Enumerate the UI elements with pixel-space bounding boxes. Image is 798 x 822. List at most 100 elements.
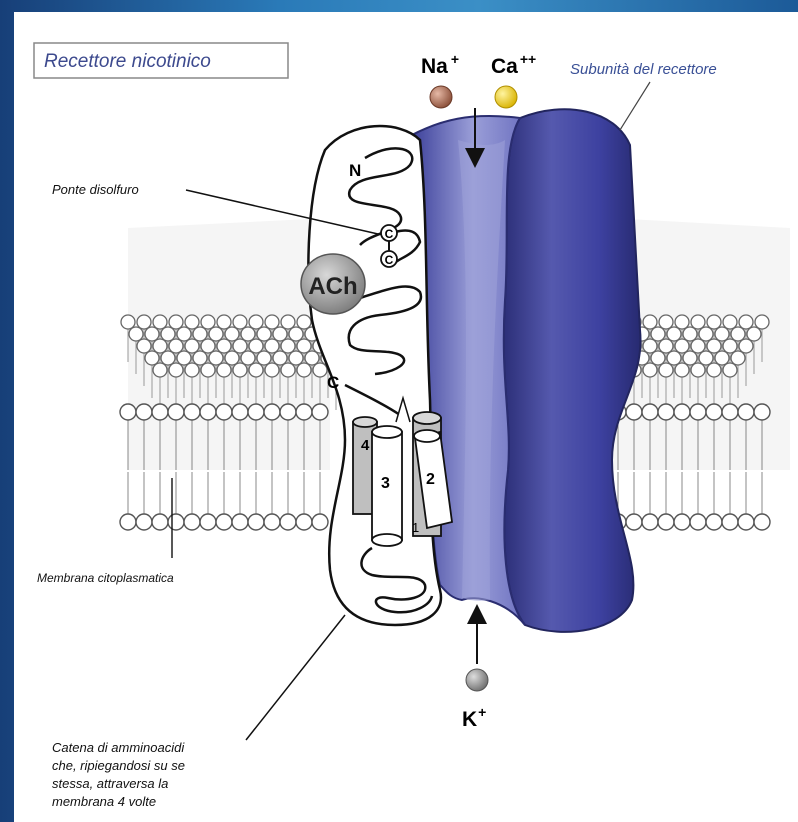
lipid-head [674,404,690,420]
lipid-head [153,339,167,353]
lipid-head [643,363,657,377]
chain-label-line2: che, ripiegandosi su se [52,758,185,773]
lipid-head [642,514,658,530]
lipid-head [161,351,175,365]
chain-label-line1: Catena di amminoacidi [52,740,185,755]
c-terminus-label: C [327,373,339,392]
lipid-head [233,339,247,353]
lipid-head [667,327,681,341]
lipid-head [136,404,152,420]
lipid-head [280,514,296,530]
lipid-head [715,351,729,365]
lipid-head [152,404,168,420]
lipid-head [241,327,255,341]
lipid-head [200,514,216,530]
lipid-head [699,327,713,341]
lipid-head [241,351,255,365]
lipid-head [297,363,311,377]
calcium-label: Ca++ [491,51,536,78]
lipid-head [281,339,295,353]
lipid-head [723,363,737,377]
lipid-head [120,514,136,530]
lipid-head [312,514,328,530]
lipid-head [257,351,271,365]
lipid-head [707,339,721,353]
lipid-head [185,339,199,353]
lipid-head [658,514,674,530]
lipid-head [722,514,738,530]
lipid-head [265,315,279,329]
lipid-head [249,339,263,353]
lipid-head [248,514,264,530]
helix-3: 3 [372,426,402,546]
lipid-head [121,315,135,329]
lipid-head [145,327,159,341]
nicotinic-receptor-diagram: ACh C C N C 4 1 3 2 Na+ Ca++ K+ Recettor… [14,12,798,822]
lipid-head [249,363,263,377]
lipid-head [675,363,689,377]
lipid-head [675,315,689,329]
lipid-head [193,327,207,341]
lipid-head [216,404,232,420]
lipid-head [289,351,303,365]
lipid-head [305,351,319,365]
lipid-head [723,339,737,353]
lipid-head [722,404,738,420]
lipid-head [264,514,280,530]
lipid-head [168,514,184,530]
helix-1-label: 1 [412,520,419,535]
helix-3-label: 3 [381,475,390,492]
lipid-head [683,351,697,365]
lipid-head [232,514,248,530]
lipid-head [177,327,191,341]
lipid-head [249,315,263,329]
lipid-head [659,363,673,377]
lipid-head [651,351,665,365]
lipid-head [233,315,247,329]
lipid-head [184,514,200,530]
disulfide-label: Ponte disolfuro [52,182,139,197]
lipid-head [257,327,271,341]
lipid-head [177,351,191,365]
cys-label-bottom: C [385,253,394,267]
lipid-head [185,315,199,329]
lipid-head [626,404,642,420]
lipid-head [120,404,136,420]
lipid-head [659,339,673,353]
lipid-head [273,351,287,365]
lipid-head [313,363,327,377]
lipid-head [281,315,295,329]
lipid-head [152,514,168,530]
lipid-head [739,315,753,329]
ach-label: ACh [308,273,357,300]
membrane-label: Membrana citoplasmatica [37,571,174,585]
lipid-head [193,351,207,365]
chain-leader [246,615,345,740]
lipid-head [675,339,689,353]
lipid-head [281,363,295,377]
lipid-head [233,363,247,377]
lipid-head [153,315,167,329]
lipid-head [297,315,311,329]
lipid-head [248,404,264,420]
lipid-head [200,404,216,420]
lipid-head [739,339,753,353]
lipid-head [747,327,761,341]
lipid-head [264,404,280,420]
lipid-head [209,327,223,341]
lipid-head [265,363,279,377]
lipid-head [699,351,713,365]
lipid-head [296,514,312,530]
lipid-head [723,315,737,329]
diagram-title: Recettore nicotinico [44,51,211,72]
figure-panel: ACh C C N C 4 1 3 2 Na+ Ca++ K+ Recettor… [14,12,798,822]
lipid-head [707,315,721,329]
lipid-head [201,363,215,377]
n-terminus-label: N [349,161,361,180]
lipid-head [216,514,232,530]
lipid-head [754,404,770,420]
lipid-head [643,315,657,329]
lipid-head [691,363,705,377]
lipid-head [217,363,231,377]
lipid-head [201,315,215,329]
